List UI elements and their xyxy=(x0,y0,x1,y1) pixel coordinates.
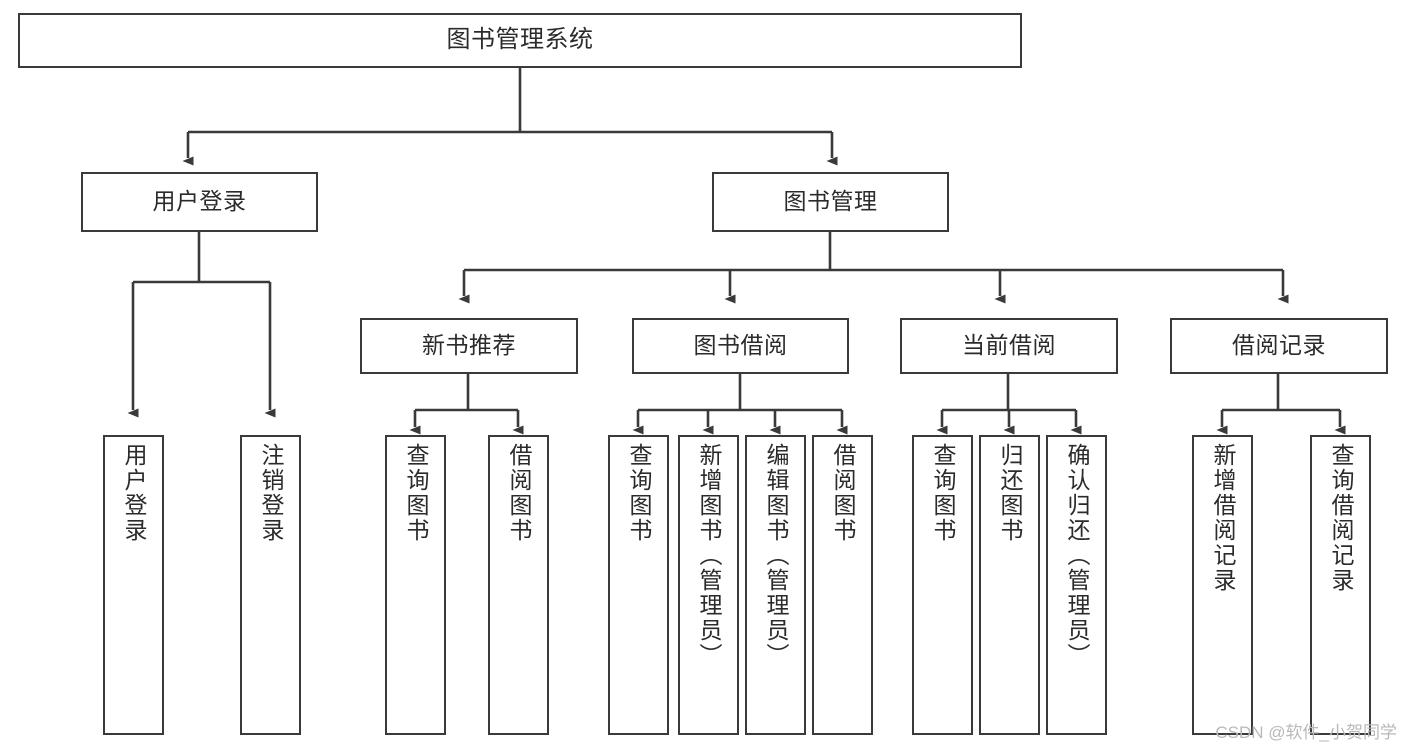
node-user-login[interactable]: 用户登录 xyxy=(81,172,318,232)
node-leaf-query-book-2-label: 查询图书 xyxy=(626,443,652,543)
node-leaf-confirm-return[interactable]: 确认归还（管理员） xyxy=(1046,435,1107,735)
node-leaf-return-book-label: 归还图书 xyxy=(997,443,1023,543)
node-leaf-edit-book[interactable]: 编辑图书（管理员） xyxy=(745,435,806,735)
node-book-manage[interactable]: 图书管理 xyxy=(712,172,949,232)
node-leaf-borrow-book-2[interactable]: 借阅图书 xyxy=(812,435,873,735)
node-borrow-record[interactable]: 借阅记录 xyxy=(1170,318,1388,374)
node-leaf-query-book-3[interactable]: 查询图书 xyxy=(912,435,973,735)
node-leaf-logout[interactable]: 注销登录 xyxy=(240,435,301,735)
node-leaf-edit-book-label: 编辑图书（管理员） xyxy=(763,443,789,668)
node-leaf-borrow-book-1[interactable]: 借阅图书 xyxy=(488,435,549,735)
node-leaf-query-book-1[interactable]: 查询图书 xyxy=(385,435,446,735)
node-leaf-logout-label: 注销登录 xyxy=(258,443,284,543)
node-leaf-query-book-3-label: 查询图书 xyxy=(930,443,956,543)
node-leaf-return-book[interactable]: 归还图书 xyxy=(979,435,1040,735)
node-leaf-user-login[interactable]: 用户登录 xyxy=(103,435,164,735)
node-leaf-add-record-label: 新增借阅记录 xyxy=(1210,443,1236,593)
node-new-book-recommend-label: 新书推荐 xyxy=(422,332,516,359)
node-leaf-add-book[interactable]: 新增图书（管理员） xyxy=(678,435,739,735)
node-leaf-borrow-book-1-label: 借阅图书 xyxy=(506,443,532,543)
node-leaf-query-record-label: 查询借阅记录 xyxy=(1328,443,1354,593)
node-leaf-add-book-label: 新增图书（管理员） xyxy=(696,443,722,668)
node-book-borrow-label: 图书借阅 xyxy=(693,332,788,359)
node-leaf-query-book-1-label: 查询图书 xyxy=(403,443,429,543)
node-leaf-user-login-label: 用户登录 xyxy=(121,443,147,543)
node-root-label: 图书管理系统 xyxy=(446,26,594,54)
node-leaf-add-record[interactable]: 新增借阅记录 xyxy=(1192,435,1253,735)
node-book-manage-label: 图书管理 xyxy=(783,188,878,215)
node-new-book-recommend[interactable]: 新书推荐 xyxy=(360,318,578,374)
node-book-borrow[interactable]: 图书借阅 xyxy=(632,318,849,374)
node-leaf-confirm-return-label: 确认归还（管理员） xyxy=(1064,443,1090,668)
node-leaf-query-record[interactable]: 查询借阅记录 xyxy=(1310,435,1371,735)
node-leaf-borrow-book-2-label: 借阅图书 xyxy=(830,443,856,543)
node-leaf-query-book-2[interactable]: 查询图书 xyxy=(608,435,669,735)
csdn-watermark: CSDN @软件_小贺同学 xyxy=(1215,723,1397,742)
node-borrow-record-label: 借阅记录 xyxy=(1232,332,1326,359)
node-current-borrow[interactable]: 当前借阅 xyxy=(900,318,1118,374)
node-user-login-label: 用户登录 xyxy=(152,188,247,215)
node-root[interactable]: 图书管理系统 xyxy=(18,13,1022,68)
node-current-borrow-label: 当前借阅 xyxy=(962,332,1056,359)
